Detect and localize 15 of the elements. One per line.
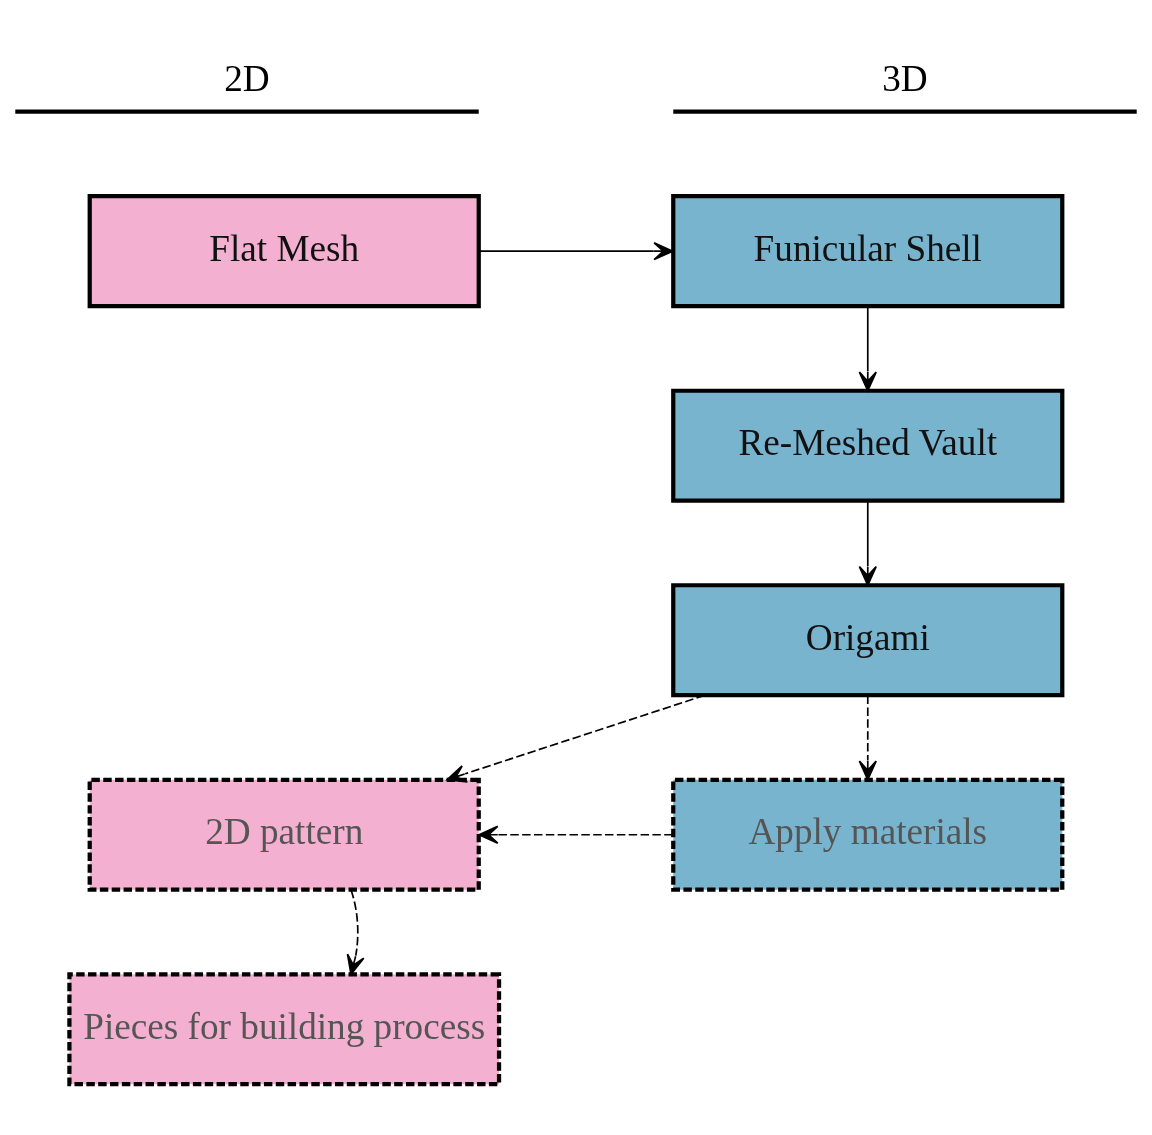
node-box: Apply materials: [671, 777, 1065, 892]
arrow: [858, 694, 877, 781]
node-box: Funicular Shell: [671, 194, 1065, 309]
arrow: [478, 242, 674, 261]
node-box: Flat Mesh: [87, 194, 481, 309]
node-box: Pieces for building process: [67, 972, 502, 1087]
arrow: [858, 500, 877, 587]
label: 3D: [882, 57, 928, 99]
node-box: 2D pattern: [87, 777, 481, 892]
label: 2D: [224, 57, 270, 99]
arrow: [478, 825, 674, 844]
arrow: [346, 889, 365, 976]
arrow: [858, 305, 877, 392]
node-box: Re-Meshed Vault: [671, 388, 1065, 503]
node-box: Origami: [671, 583, 1065, 698]
